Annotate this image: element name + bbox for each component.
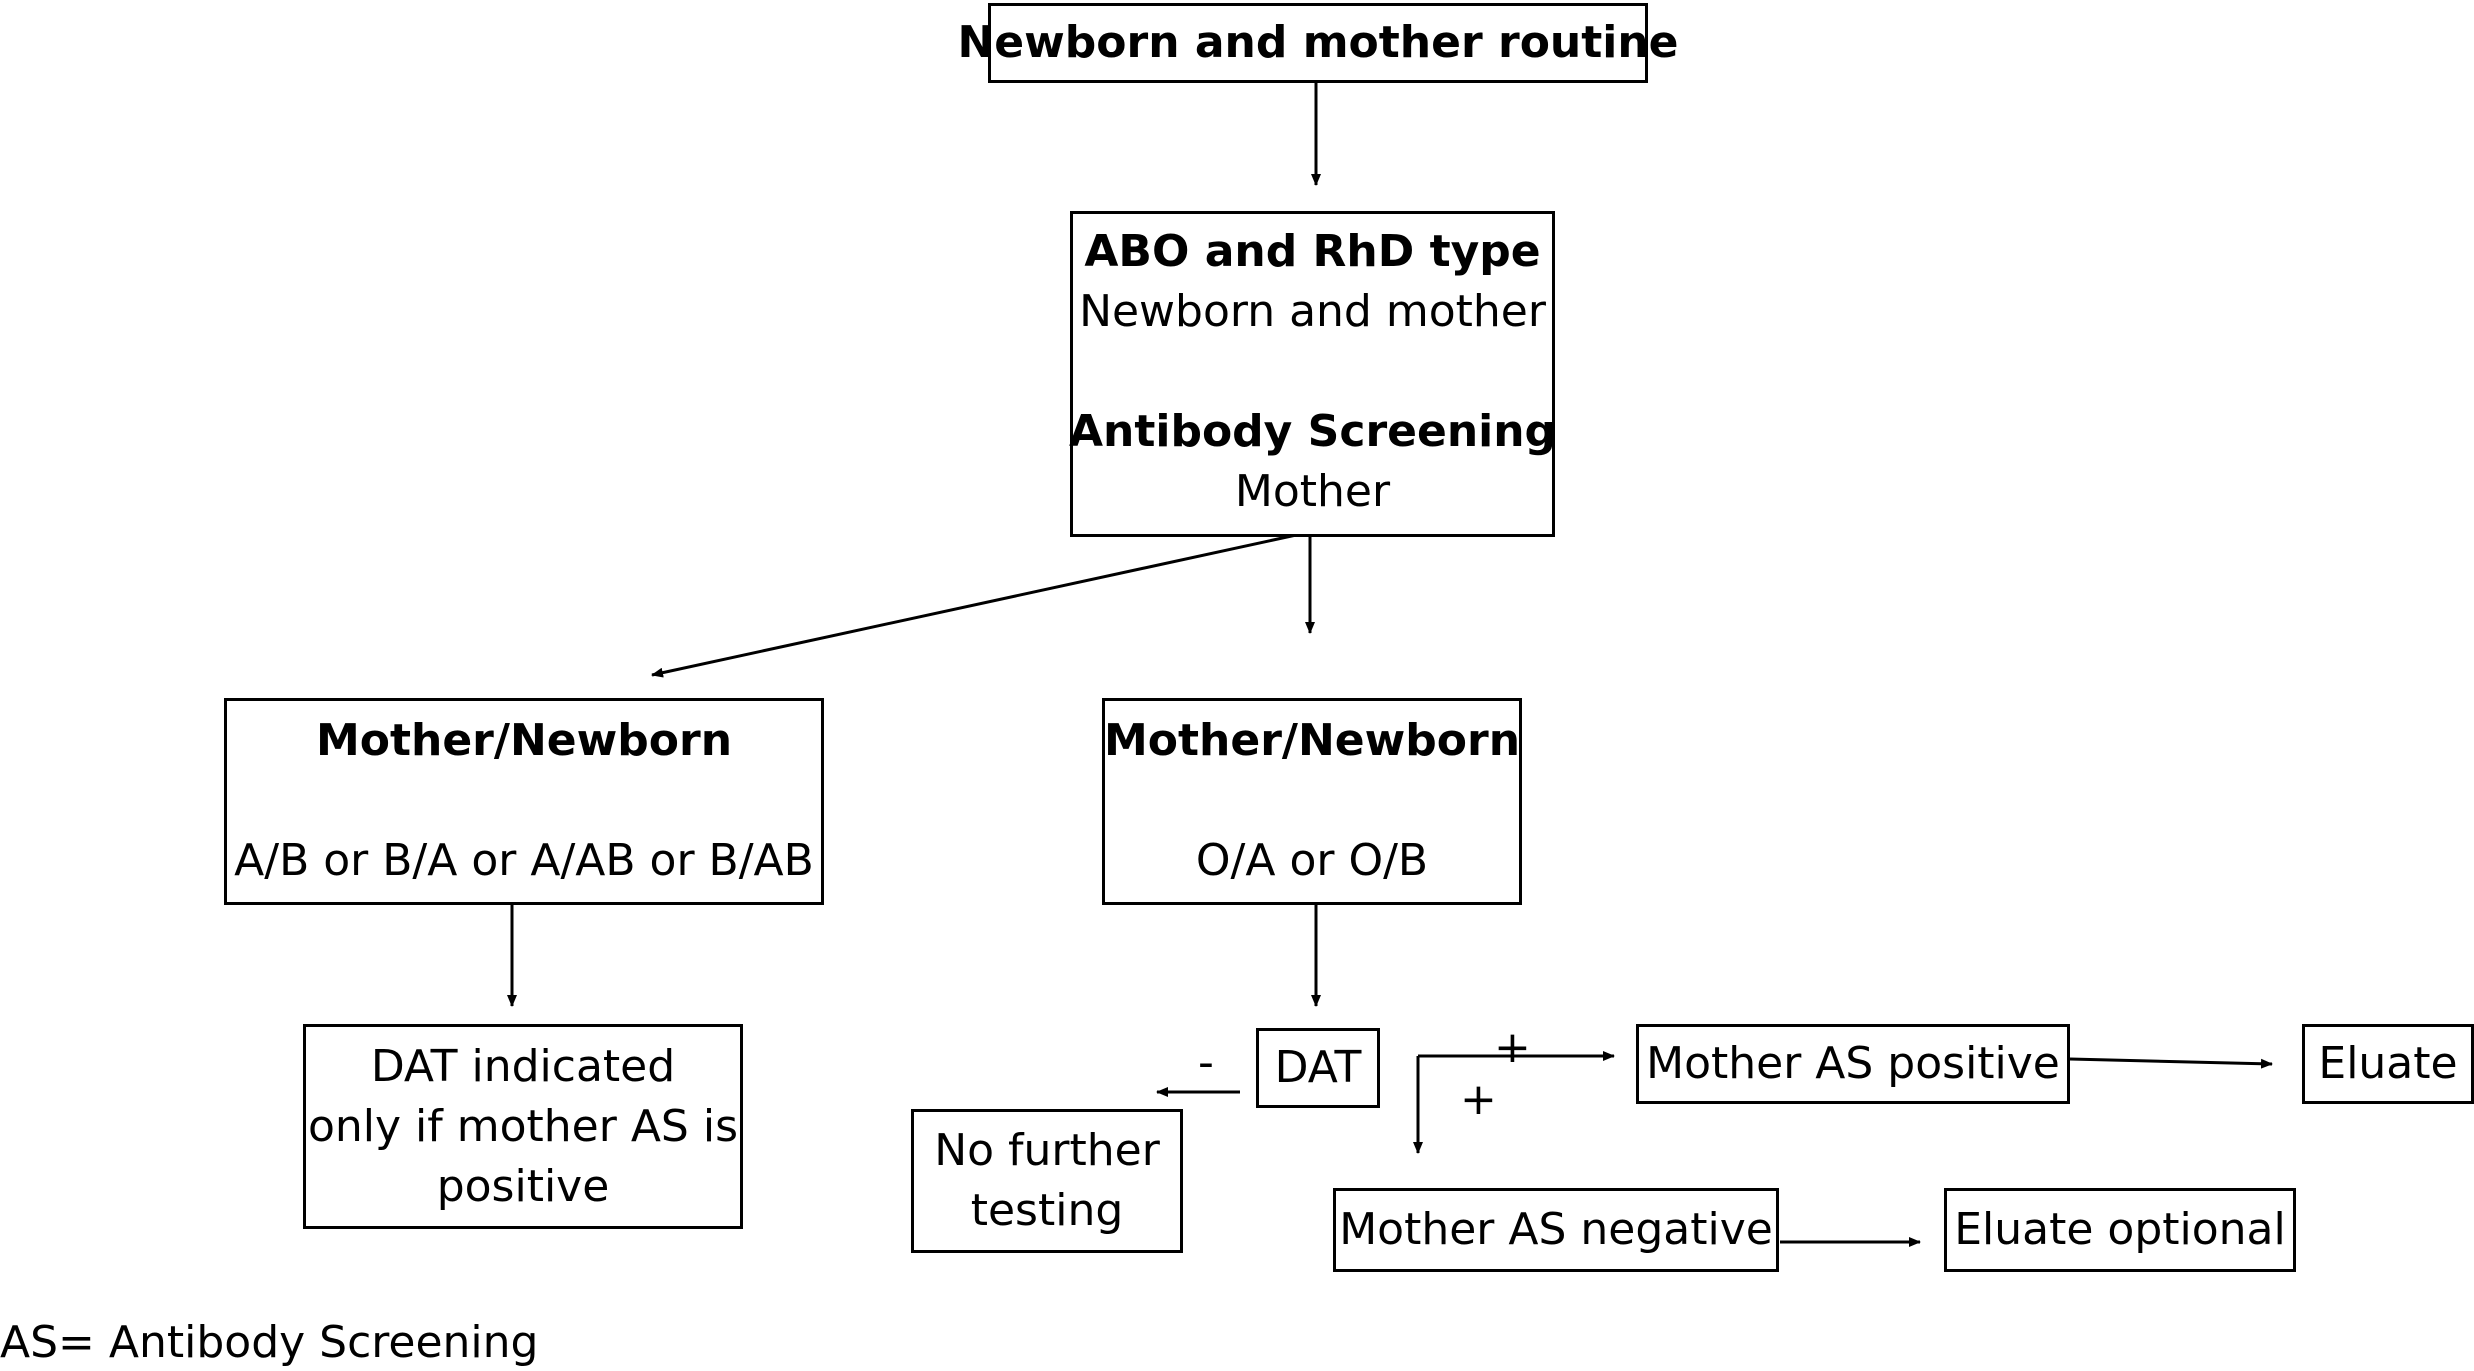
- node-dat-indicated: DAT indicated only if mother AS is posit…: [303, 1024, 743, 1229]
- node-mother-newborn-compatible: Mother/Newborn A/B or B/A or A/AB or B/A…: [224, 698, 824, 905]
- node-title-abo-rhd: ABO and RhD type: [1084, 226, 1541, 277]
- node-text-mother: Mother: [1234, 466, 1391, 517]
- node-text-line-2: only if mother AS is: [308, 1100, 738, 1152]
- node-title: Eluate optional: [1954, 1204, 2286, 1255]
- node-title: Newborn and mother routine: [957, 17, 1679, 68]
- arrow-typing-to-compatible: [651, 530, 1311, 678]
- edge-label-dat-positive-lower: +: [1460, 1074, 1497, 1125]
- node-text-line-1: No further: [934, 1125, 1160, 1176]
- node-title-antibody-screening: Antibody Screening: [1068, 406, 1557, 457]
- node-title: DAT: [1274, 1042, 1362, 1093]
- node-text-newborn-and-mother: Newborn and mother: [1079, 286, 1546, 337]
- edge-label-dat-positive-upper: +: [1494, 1022, 1531, 1073]
- node-title: Mother/Newborn: [1103, 715, 1521, 766]
- arrow-as-positive-to-eluate: [2069, 1057, 2273, 1069]
- node-title: Mother AS negative: [1339, 1204, 1773, 1255]
- node-title: Mother AS positive: [1646, 1038, 2060, 1089]
- node-dat: DAT: [1256, 1028, 1380, 1108]
- node-text-line-1: DAT indicated: [370, 1040, 676, 1092]
- node-title: Eluate: [2318, 1038, 2458, 1089]
- node-eluate-optional: Eluate optional: [1944, 1188, 2296, 1272]
- node-mother-as-negative: Mother AS negative: [1333, 1188, 1779, 1272]
- node-text-line-2: testing: [970, 1185, 1124, 1236]
- node-abo-rhd-antibody-screening: ABO and RhD type Newborn and mother Anti…: [1068, 211, 1557, 537]
- node-mother-newborn-incompatible: Mother/Newborn O/A or O/B: [1102, 698, 1522, 905]
- node-text-line-3: positive: [436, 1160, 610, 1212]
- node-eluate: Eluate: [2302, 1024, 2474, 1104]
- node-no-further-testing: No further testing: [911, 1109, 1183, 1253]
- edge-label-dat-negative: -: [1198, 1037, 1214, 1088]
- node-title: Mother/Newborn: [315, 715, 733, 766]
- node-newborn-mother-routine: Newborn and mother routine: [957, 3, 1679, 83]
- node-text-blood-groups: A/B or B/A or A/AB or B/AB: [234, 835, 814, 886]
- node-text-blood-groups: O/A or O/B: [1195, 835, 1429, 886]
- footnote-abbreviation: AS= Antibody Screening: [0, 1317, 539, 1368]
- node-mother-as-positive: Mother AS positive: [1636, 1024, 2070, 1104]
